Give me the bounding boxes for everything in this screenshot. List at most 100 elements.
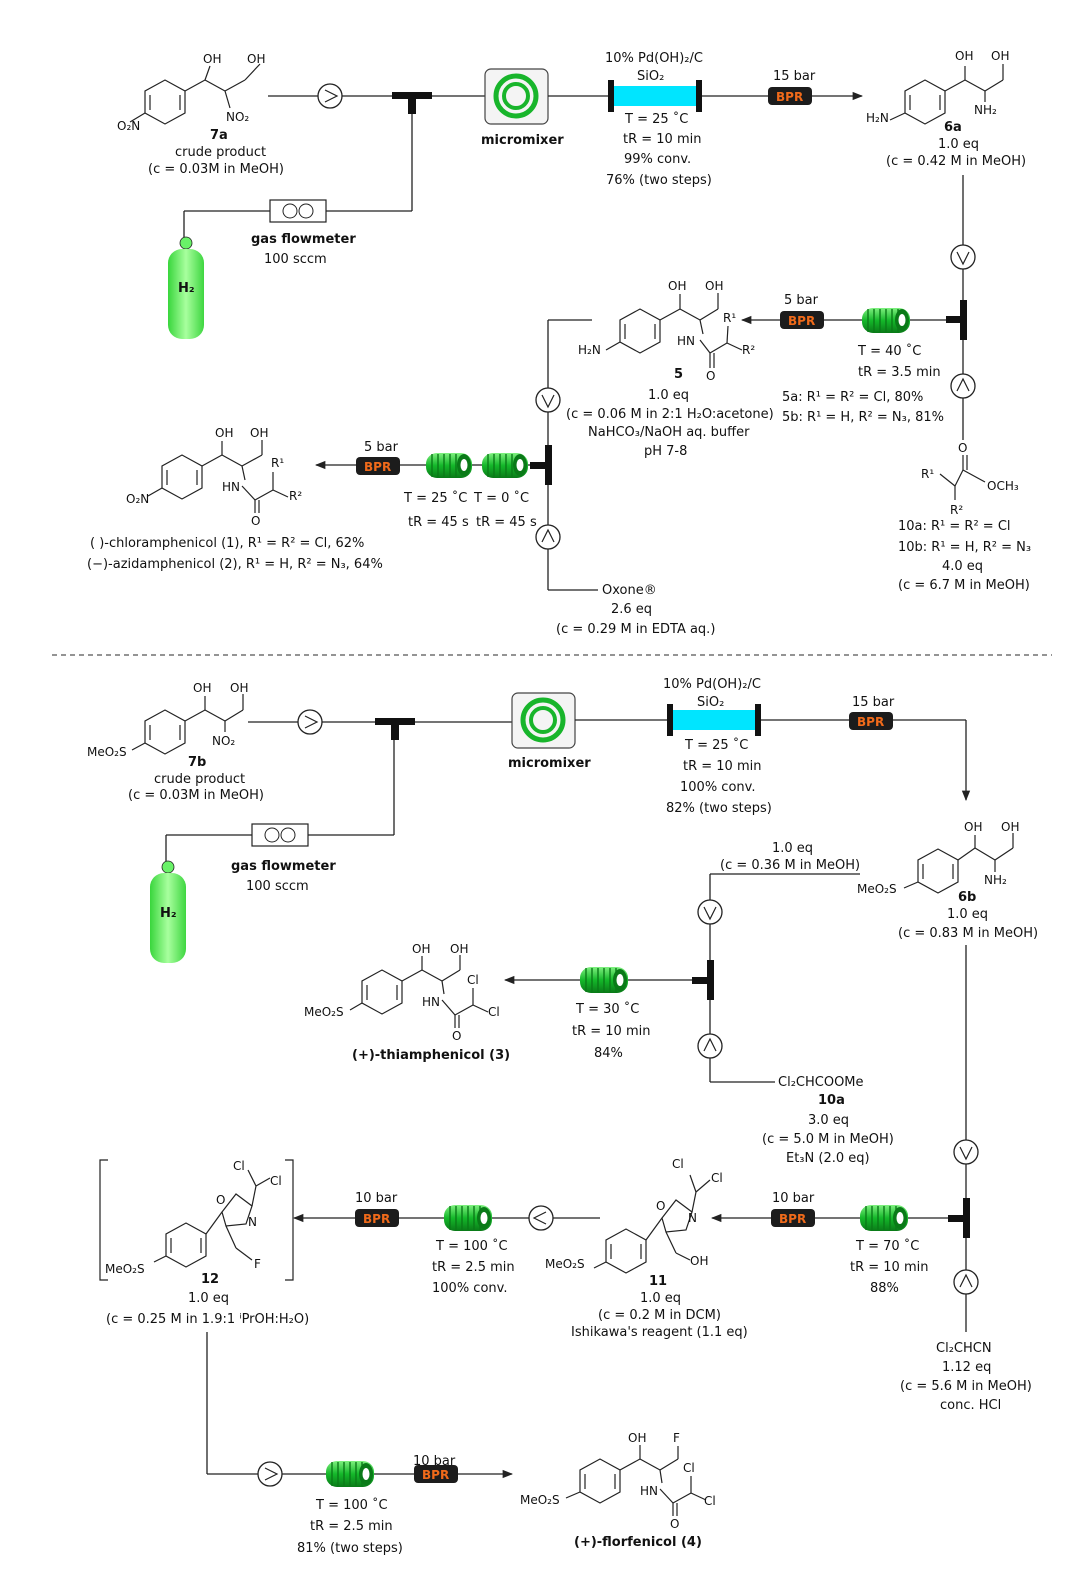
yield-5b: 5b: R¹ = H, R² = N₃, 81% [782, 410, 944, 425]
product-1-name: ( )-chloramphenicol (1), R¹ = R² = Cl, 6… [90, 536, 364, 551]
compound-12-conc: (c = 0.25 M in 1.9:1 ⁱPrOH:H₂O) [106, 1312, 309, 1327]
chlorine-label: Cl [711, 1171, 723, 1185]
compound-5-eq: 1.0 eq [648, 388, 689, 403]
hn-label: HN [640, 1484, 658, 1498]
r2-label: R² [289, 489, 302, 503]
pump-icon [950, 244, 976, 270]
coil-reactor-icon [860, 1205, 908, 1231]
t-mixer-icon [530, 445, 552, 485]
bpr-pressure: 15 bar [773, 69, 816, 84]
compound-7b-structure: MeO₂S OH OH NO₂ [87, 681, 248, 759]
oh-label: OH [1001, 820, 1019, 834]
t-mixer-icon [948, 1198, 970, 1238]
micromixer-icon [484, 68, 549, 125]
compound-7b-label: 7b [188, 755, 206, 770]
oh-label: OH [991, 49, 1009, 63]
bpr-icon: BPR [356, 457, 400, 475]
oxone-label: Oxone® [602, 583, 657, 598]
reagent-name: Cl₂CHCOOMe [778, 1075, 864, 1090]
gas-flowmeter-label: gas flowmeter [251, 232, 356, 247]
hydrogenation-temp: T = 25 ˚C [624, 111, 688, 127]
micromixer-label: micromixer [508, 756, 591, 771]
oh-label: OH [215, 426, 233, 440]
bpr-pressure: 15 bar [852, 695, 895, 710]
fluorine-label: F [254, 1257, 261, 1271]
hydrolysis-time: tR = 2.5 min [310, 1519, 393, 1534]
nitrile-acid: conc. HCl [940, 1398, 1001, 1413]
oxidation-temp-2: T = 0 ˚C [473, 490, 529, 506]
gas-flow-rate: 100 sccm [264, 252, 327, 267]
compound-11-structure: MeO₂S O N OH Cl Cl [545, 1157, 723, 1274]
oh-label: OH [450, 942, 468, 956]
thiamphenicol-name: (+)-thiamphenicol (3) [352, 1048, 510, 1063]
compound-5-conc: (c = 0.06 M in 2:1 H₂O:acetone) [566, 407, 774, 422]
micromixer-icon [511, 692, 576, 749]
svg-text:BPR: BPR [788, 314, 815, 328]
compound-5-label: 5 [674, 367, 683, 382]
nitrile-eq: 1.12 eq [942, 1360, 991, 1375]
reagent-eq: 3.0 eq [808, 1113, 849, 1128]
nitrile-conc: (c = 5.6 M in MeOH) [900, 1379, 1032, 1394]
hydrolysis-temp: T = 100 ˚C [315, 1497, 388, 1513]
oxygen-label: O [670, 1517, 679, 1531]
compound-7a-label: 7a [210, 128, 228, 143]
t-mixer-icon [692, 960, 714, 1000]
support-label: SiO₂ [697, 695, 724, 710]
oh-label: OH [193, 681, 211, 695]
pump-icon [535, 387, 561, 413]
hydrogenation-conv: 100% conv. [680, 780, 755, 795]
compound-6b-structure: MeO₂S OH OH NH₂ [857, 820, 1019, 896]
svg-text:BPR: BPR [364, 460, 391, 474]
bpr-pressure: 10 bar [772, 1191, 815, 1206]
catalyst-label: 10% Pd(OH)₂/C [605, 51, 703, 66]
oh-label: OH [955, 49, 973, 63]
oh-label: OH [203, 52, 221, 66]
oxone-eq: 2.6 eq [611, 602, 652, 617]
pump-icon [953, 1269, 979, 1295]
oh-label: OH [964, 820, 982, 834]
oxidation-time-1: tR = 45 s [408, 515, 469, 530]
oh-label: OH [230, 681, 248, 695]
meo2s-label: MeO₂S [857, 882, 897, 896]
chloramphenicol-structure: O₂N OH OH HN O R¹ R² [126, 426, 302, 528]
compound-7a-conc: (c = 0.03M in MeOH) [148, 162, 284, 177]
fluorination-time: tR = 2.5 min [432, 1260, 515, 1275]
pump-icon [697, 1033, 723, 1059]
reagent-10b-def: 10b: R¹ = H, R² = N₃ [898, 540, 1031, 555]
gas-flowmeter-icon [269, 199, 327, 223]
nitrile-name: Cl₂CHCN [936, 1341, 992, 1356]
compound-7b-desc: crude product [154, 772, 245, 787]
yield-5a: 5a: R¹ = R² = Cl, 80% [782, 390, 923, 405]
o2n-label: O₂N [117, 119, 140, 133]
pump-icon [697, 899, 723, 925]
compound-6b-eq: 1.0 eq [947, 907, 988, 922]
gas-flowmeter-icon [251, 823, 309, 847]
catalyst-label: 10% Pd(OH)₂/C [663, 677, 761, 692]
svg-text:BPR: BPR [779, 1212, 806, 1226]
chlorine-label: Cl [672, 1157, 684, 1171]
fluorine-label: F [673, 1431, 680, 1445]
r1-label: R¹ [921, 467, 934, 481]
reagent-10a-def: 10a: R¹ = R² = Cl [898, 519, 1011, 534]
oh-label: OH [690, 1254, 708, 1268]
hn-label: HN [422, 995, 440, 1009]
thia-time: tR = 10 min [572, 1024, 650, 1039]
hydrogenation-temp: T = 25 ˚C [684, 737, 748, 753]
meo2s-label: MeO₂S [304, 1005, 344, 1019]
oxidation-temp-1: T = 25 ˚C [403, 490, 467, 506]
oh-label: OH [705, 279, 723, 293]
compound-6a-label: 6a [944, 120, 962, 135]
oxygen-label: O [706, 369, 715, 383]
compound-12-eq: 1.0 eq [188, 1291, 229, 1306]
compound-11-eq: 1.0 eq [640, 1291, 681, 1306]
no2-label: NO₂ [226, 110, 249, 124]
svg-text:BPR: BPR [363, 1212, 390, 1226]
compound-11-label: 11 [649, 1274, 667, 1289]
meo2s-label: MeO₂S [520, 1493, 560, 1507]
oxazoline-yield: 88% [870, 1281, 899, 1296]
acylation-temp: T = 40 ˚C [857, 343, 921, 359]
h2-label: H₂ [178, 281, 195, 296]
oxidation-time-2: tR = 45 s [476, 515, 537, 530]
bpr-icon: BPR [771, 1209, 815, 1227]
